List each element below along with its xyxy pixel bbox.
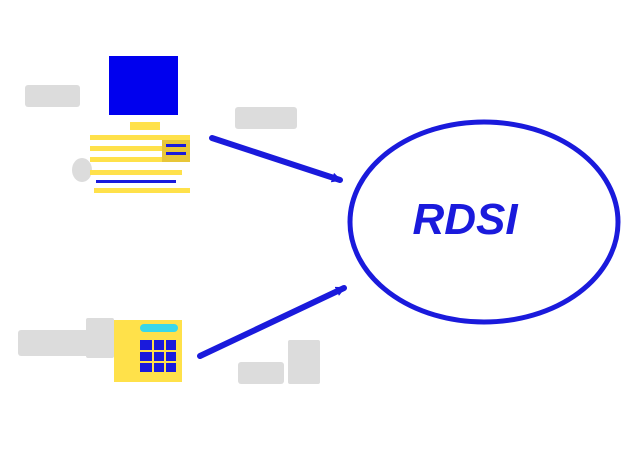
phone-handset xyxy=(140,324,178,332)
monitor-screen xyxy=(109,56,178,115)
faint-artifacts xyxy=(18,85,320,384)
network-ellipse xyxy=(347,119,621,325)
computer-to-network-arrow xyxy=(209,135,343,183)
network-label: RDSI xyxy=(412,195,518,244)
phone-keypad xyxy=(140,340,176,372)
telephone-to-network-arrow xyxy=(197,285,347,359)
telephone-icon xyxy=(114,320,182,382)
computer-icon xyxy=(90,56,190,193)
